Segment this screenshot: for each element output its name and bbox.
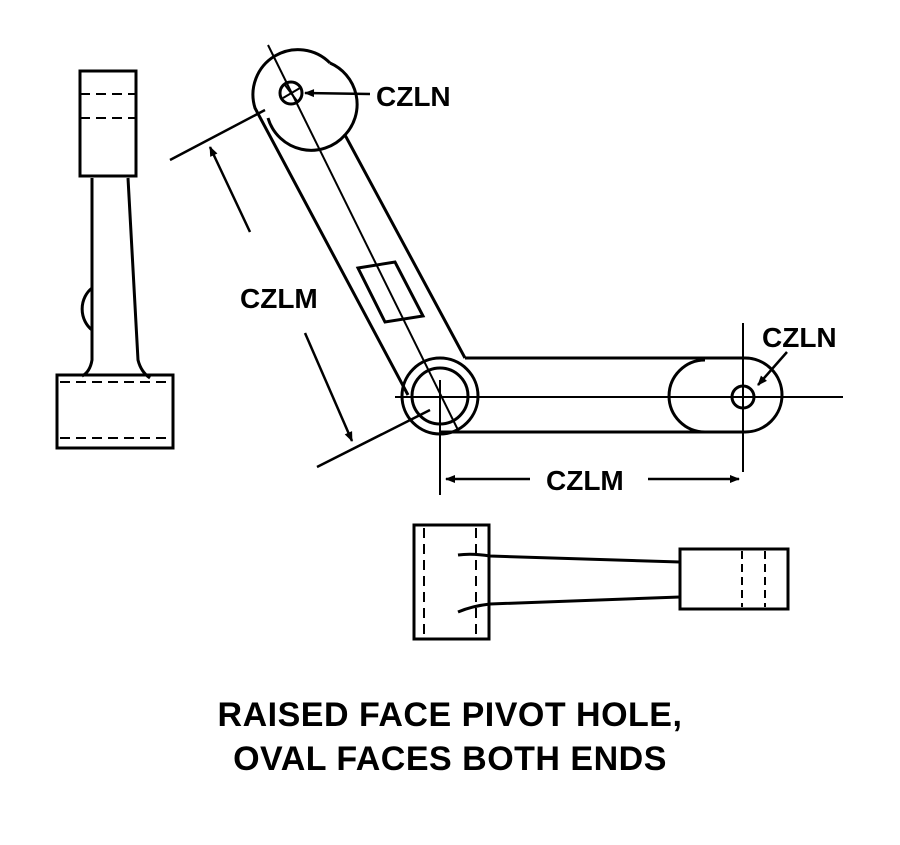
bottom-left-boss [412, 523, 491, 641]
label-right-hole-diameter: CZLN [762, 322, 837, 353]
top-hole-leader [304, 89, 371, 98]
angled-dim-arrow-top [208, 146, 252, 233]
angled-dim-arrow-bottom [303, 332, 354, 442]
bottom-shank-top-edge [457, 552, 681, 564]
right-hole-leader [757, 351, 788, 386]
main-plan-view [251, 44, 843, 495]
label-horizontal-arm-length: CZLM [546, 465, 624, 496]
angled-arm-inner-edge [329, 61, 467, 359]
top-pivot-hole [278, 80, 304, 106]
angled-arm-outer-edge [251, 48, 410, 396]
top-hole-cross-2 [282, 87, 301, 99]
left-shank-left-edge [81, 178, 94, 378]
dimensions [169, 89, 788, 483]
label-top-hole-diameter: CZLN [376, 81, 451, 112]
angled-center-line [267, 44, 459, 431]
bottom-side-view [412, 523, 790, 641]
bottom-shank-bottom-edge [457, 595, 681, 614]
caption-line-2: OVAL FACES BOTH ENDS [233, 740, 667, 778]
left-shank-right-edge [126, 177, 151, 380]
label-angled-arm-length: CZLM [240, 283, 318, 314]
top-oval-face [266, 117, 347, 152]
left-bottom-boss [55, 373, 175, 450]
center-slot [355, 260, 426, 324]
angled-extension-line-top [169, 108, 266, 162]
left-top-boss [78, 69, 138, 178]
left-side-view [55, 69, 175, 450]
horizontal-arm-outline [440, 356, 784, 434]
left-raised-face [80, 286, 93, 332]
angled-extension-line-bottom [316, 408, 431, 469]
bottom-right-boss [678, 547, 790, 611]
caption-line-1: RAISED FACE PIVOT HOLE, [217, 696, 683, 734]
